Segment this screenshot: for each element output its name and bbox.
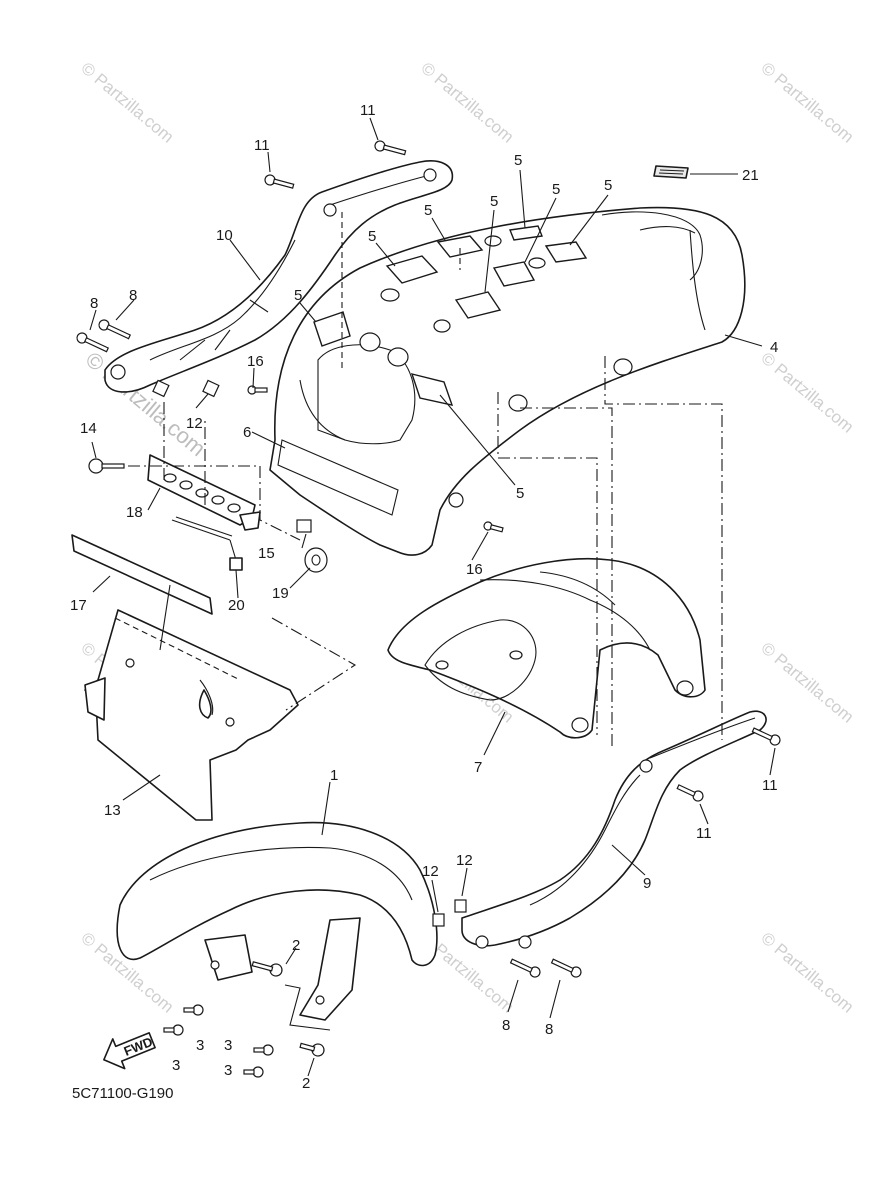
callout-5: 5 [368,228,376,245]
callout-2: 2 [302,1075,310,1092]
part-10-grab-bar-left [104,160,454,393]
callout-11: 11 [696,825,712,842]
part-18-light-bracket [147,454,261,531]
callout-12: 12 [422,863,439,880]
callout-11: 11 [254,137,270,154]
callout-8: 8 [545,1021,553,1038]
callout-19: 19 [272,585,289,602]
callout-8: 8 [502,1017,510,1034]
diagram-code: 5C71100-G190 [72,1085,173,1102]
callout-3: 3 [224,1062,232,1079]
callout-5: 5 [490,193,498,210]
callout-16: 16 [247,353,264,370]
callout-5: 5 [294,287,302,304]
callout-1: 1 [330,767,338,784]
watermark: © Partzilla.com [757,639,857,727]
callout-15: 15 [258,545,275,562]
fwd-arrow-icon: FWD [103,1032,156,1070]
watermark: © Partzilla.com [77,59,177,147]
callout-5: 5 [424,202,432,219]
watermark: © Partzilla.com [757,349,857,437]
callout-17: 17 [70,597,87,614]
watermark: © Partzilla.com [757,59,857,147]
callout-3: 3 [196,1037,204,1054]
part-21-label [653,165,689,179]
part-17-reflector [71,534,213,615]
callout-9: 9 [643,875,651,892]
part-20-wire-lead [171,516,243,571]
callout-20: 20 [228,597,245,614]
leader-lines [89,117,776,1077]
hardware-layer [76,140,781,1078]
callout-12: 12 [186,415,203,432]
callout-14: 14 [80,420,97,437]
callout-5: 5 [514,152,522,169]
part-9-grab-bar-right [461,710,767,949]
part-13-license-bracket [84,609,299,821]
callout-2: 2 [292,937,300,954]
callout-5: 5 [516,485,524,502]
callout-3: 3 [172,1057,180,1074]
callout-8: 8 [129,287,137,304]
callout-18: 18 [126,504,143,521]
callout-11: 11 [360,102,376,119]
callout-8: 8 [90,295,98,312]
callout-6: 6 [243,424,251,441]
callout-13: 13 [104,802,121,819]
part-7-inner-fender [387,557,706,739]
part-1-front-fender [116,821,438,1031]
part-4-rear-fender-cover [269,206,746,556]
watermark: © Partzilla.com [757,929,857,1017]
callout-21: 21 [742,167,759,184]
watermark: © Partzilla.com [417,59,517,147]
callout-5: 5 [604,177,612,194]
callout-16: 16 [466,561,483,578]
callout-12: 12 [456,852,473,869]
callout-11: 11 [762,777,778,794]
callout-3: 3 [224,1037,232,1054]
callout-7: 7 [474,759,482,776]
callout-4: 4 [770,339,778,356]
callout-labels: 1 2 2 3 3 3 3 4 5 5 5 5 5 5 5 5 6 7 8 8 … [70,102,778,1092]
assembly-lines [128,212,723,748]
callout-10: 10 [216,227,233,244]
callout-5: 5 [552,181,560,198]
